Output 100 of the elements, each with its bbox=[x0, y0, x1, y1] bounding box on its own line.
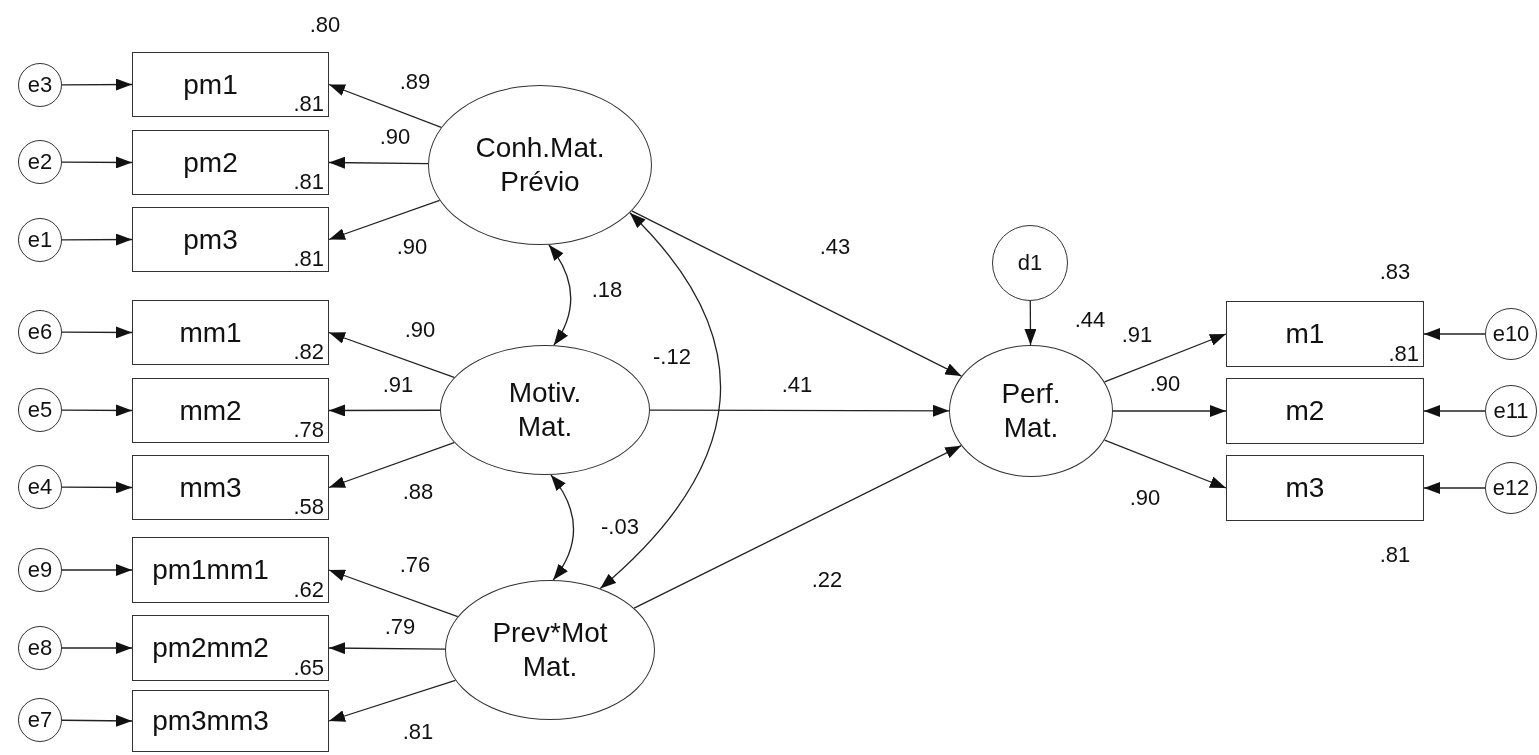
arrow bbox=[328, 199, 441, 241]
variable-name: Conh.Mat. Prévio bbox=[474, 131, 606, 199]
variable-name: mm1 bbox=[179, 315, 242, 350]
error-circle bbox=[18, 548, 62, 592]
indicator-box bbox=[132, 130, 329, 195]
indicator-box bbox=[132, 455, 329, 520]
arrow bbox=[1024, 300, 1037, 346]
error-circle bbox=[18, 218, 62, 262]
arrow bbox=[631, 210, 963, 377]
variable-name: e8 bbox=[27, 634, 53, 662]
arrow bbox=[61, 404, 133, 417]
error-circle bbox=[1485, 385, 1537, 437]
error-circle bbox=[18, 63, 62, 107]
arrow bbox=[328, 331, 455, 379]
coefficient-label: .90 bbox=[404, 319, 436, 341]
variable-name: m2 bbox=[1285, 394, 1325, 428]
arrow bbox=[61, 481, 133, 494]
variable-name: m3 bbox=[1285, 471, 1325, 505]
variable-name: Motiv. Mat. bbox=[507, 376, 583, 444]
coefficient-label: .80 bbox=[309, 14, 341, 36]
variable-name: mm2 bbox=[179, 393, 242, 428]
arrow bbox=[61, 156, 133, 169]
coefficient-label: .44 bbox=[1074, 309, 1106, 331]
variable-name: pm2 bbox=[183, 145, 238, 180]
error-circle bbox=[18, 140, 62, 184]
coefficient-label: .82 bbox=[293, 341, 324, 363]
variable-name: e9 bbox=[27, 556, 53, 584]
arrow bbox=[328, 569, 459, 618]
arrow bbox=[1423, 328, 1486, 340]
coefficient-label: .81 bbox=[1379, 544, 1411, 566]
arrow bbox=[649, 404, 950, 417]
arrow bbox=[1423, 405, 1486, 417]
indicator-box bbox=[1226, 378, 1424, 444]
error-circle bbox=[18, 465, 62, 509]
coefficient-label: .90 bbox=[379, 126, 411, 148]
error-circle bbox=[1485, 308, 1537, 360]
error-circle bbox=[18, 388, 62, 432]
coefficient-label: .90 bbox=[396, 236, 428, 258]
coefficient-label: .83 bbox=[1379, 261, 1411, 283]
arrow bbox=[61, 564, 133, 576]
error-circle bbox=[18, 626, 62, 670]
indicator-box bbox=[132, 690, 329, 752]
variable-name: e6 bbox=[27, 318, 53, 346]
variable-name: e12 bbox=[1492, 474, 1530, 502]
coefficient-label: .58 bbox=[293, 496, 324, 518]
arrow bbox=[61, 78, 133, 91]
arrow bbox=[633, 445, 962, 609]
curved-double-arrow bbox=[550, 474, 575, 581]
coefficient-label: .79 bbox=[384, 616, 416, 638]
variable-name: e3 bbox=[27, 71, 53, 99]
variable-name: e2 bbox=[27, 148, 53, 176]
indicator-box bbox=[132, 207, 329, 272]
coefficient-label: .90 bbox=[1149, 373, 1181, 395]
indicator-box bbox=[132, 52, 329, 117]
coefficient-label: .91 bbox=[1121, 324, 1153, 346]
indicator-box bbox=[1226, 301, 1424, 367]
coefficient-label: .91 bbox=[382, 374, 414, 396]
coefficient-label: .81 bbox=[402, 721, 434, 743]
variable-name: e11 bbox=[1493, 397, 1529, 425]
variable-name: d1 bbox=[1017, 249, 1043, 277]
error-circle bbox=[18, 310, 62, 354]
coefficient-label: .78 bbox=[293, 419, 324, 441]
variable-name: e7 bbox=[27, 706, 53, 734]
curved-double-arrow bbox=[599, 212, 721, 590]
coefficient-label: .81 bbox=[1388, 343, 1419, 365]
coefficient-label: .90 bbox=[1129, 487, 1161, 509]
arrow bbox=[1423, 482, 1486, 494]
variable-name: mm3 bbox=[179, 470, 242, 505]
coefficient-label: .89 bbox=[399, 71, 431, 93]
arrow bbox=[328, 404, 441, 417]
variable-name: pm3mm3 bbox=[152, 704, 269, 738]
variable-name: pm3 bbox=[183, 222, 238, 257]
coefficient-label: .81 bbox=[293, 171, 324, 193]
arrow bbox=[61, 642, 133, 654]
arrow bbox=[1112, 405, 1227, 417]
arrow bbox=[61, 326, 133, 339]
variable-name: Perf. Mat. bbox=[1000, 377, 1062, 445]
arrow bbox=[328, 156, 429, 169]
curved-double-arrow bbox=[548, 244, 572, 346]
arrow bbox=[328, 83, 442, 128]
coefficient-label: .81 bbox=[293, 93, 324, 115]
variable-name: pm2mm2 bbox=[152, 631, 269, 665]
indicator-box bbox=[132, 537, 329, 603]
indicator-box bbox=[1226, 455, 1424, 521]
variable-name: Prev*Mot Mat. bbox=[491, 616, 609, 684]
variable-name: e4 bbox=[27, 473, 53, 501]
indicator-box bbox=[132, 378, 329, 443]
variable-name: pm1mm1 bbox=[152, 553, 269, 587]
coefficient-label: .76 bbox=[399, 554, 431, 576]
variable-name: pm1 bbox=[183, 67, 238, 102]
variable-name: e10 bbox=[1492, 320, 1530, 348]
arrow bbox=[328, 441, 455, 489]
coefficient-label: .62 bbox=[293, 579, 324, 601]
arrow bbox=[328, 679, 457, 722]
arrow bbox=[61, 233, 133, 246]
indicator-box bbox=[132, 615, 329, 681]
error-circle bbox=[1485, 462, 1537, 514]
arrow bbox=[61, 714, 133, 727]
variable-name: e5 bbox=[27, 396, 53, 424]
coefficient-label: .65 bbox=[293, 657, 324, 679]
